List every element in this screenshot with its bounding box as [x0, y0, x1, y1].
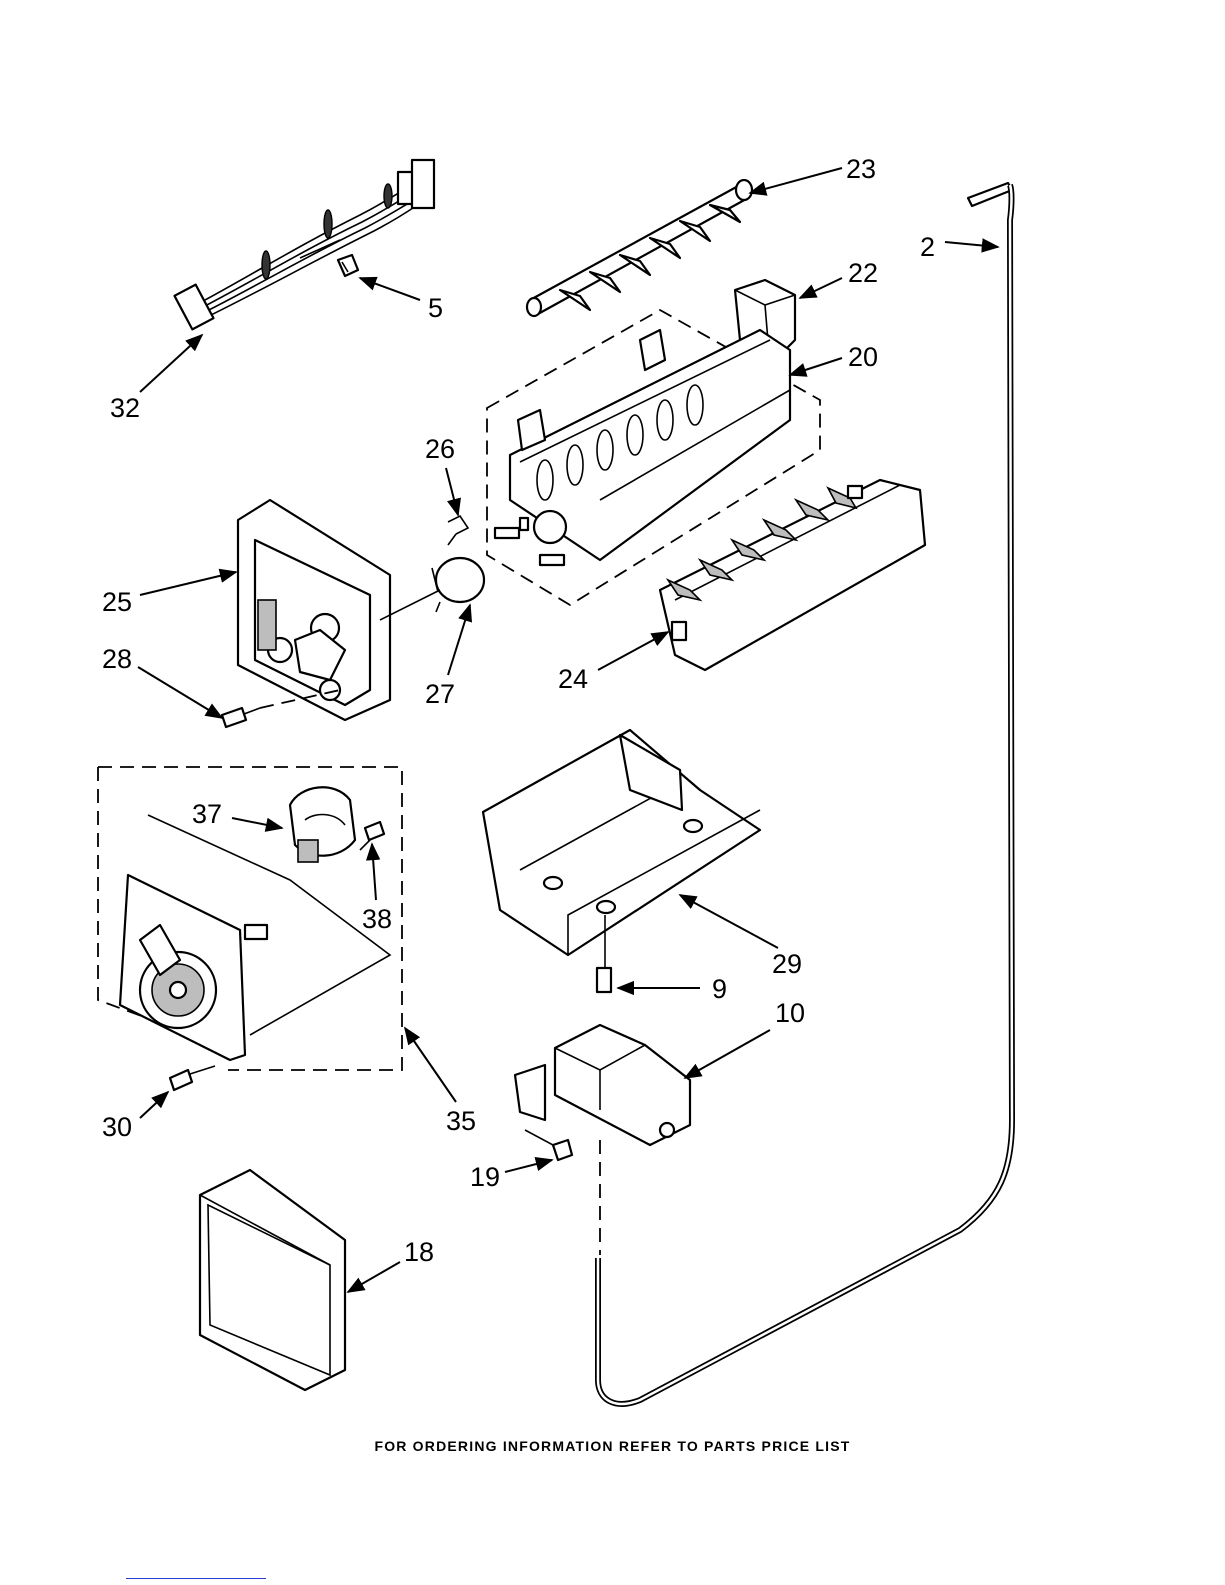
- callout-18: 18: [404, 1237, 434, 1267]
- bottom-link-underline[interactable]: [126, 1578, 266, 1579]
- callout-28: 28: [102, 644, 132, 674]
- part-19-screw: [525, 1130, 572, 1160]
- callout-24: 24: [558, 664, 588, 694]
- callout-38: 38: [362, 904, 392, 934]
- callout-22: 22: [848, 258, 878, 288]
- callout-10: 10: [775, 998, 805, 1028]
- part-37-motor: [290, 787, 355, 862]
- callout-20: 20: [848, 342, 878, 372]
- callout-27: 27: [425, 679, 455, 709]
- part-27-thermostat: [432, 558, 484, 612]
- callout-9: 9: [712, 974, 727, 1004]
- part-28-screw: [222, 708, 260, 727]
- part-23-ejector: [527, 180, 752, 316]
- callout-32: 32: [110, 393, 140, 423]
- part-10-valve: [515, 1025, 690, 1145]
- callout-29: 29: [772, 949, 802, 979]
- part-18-pad: [200, 1170, 345, 1390]
- part-26-clip: [448, 516, 468, 545]
- part-29-shelf: [483, 730, 760, 955]
- part-25-housing: [238, 500, 390, 720]
- callout-23: 23: [846, 154, 876, 184]
- callout-leaders: [138, 168, 998, 1292]
- callout-26: 26: [425, 434, 455, 464]
- part-32-wire-harness: [174, 160, 434, 329]
- callout-5: 5: [428, 293, 443, 323]
- callout-2: 2: [920, 232, 935, 262]
- part-35-module: [120, 875, 267, 1060]
- callout-35: 35: [446, 1106, 476, 1136]
- part-30-screw: [170, 1066, 215, 1090]
- part-24-bin: [660, 480, 925, 670]
- part-5-clip: [338, 255, 358, 276]
- callout-19: 19: [470, 1162, 500, 1192]
- ordering-info-footer: FOR ORDERING INFORMATION REFER TO PARTS …: [0, 1438, 1225, 1454]
- callout-30: 30: [102, 1112, 132, 1142]
- callout-25: 25: [102, 587, 132, 617]
- callout-37: 37: [192, 799, 222, 829]
